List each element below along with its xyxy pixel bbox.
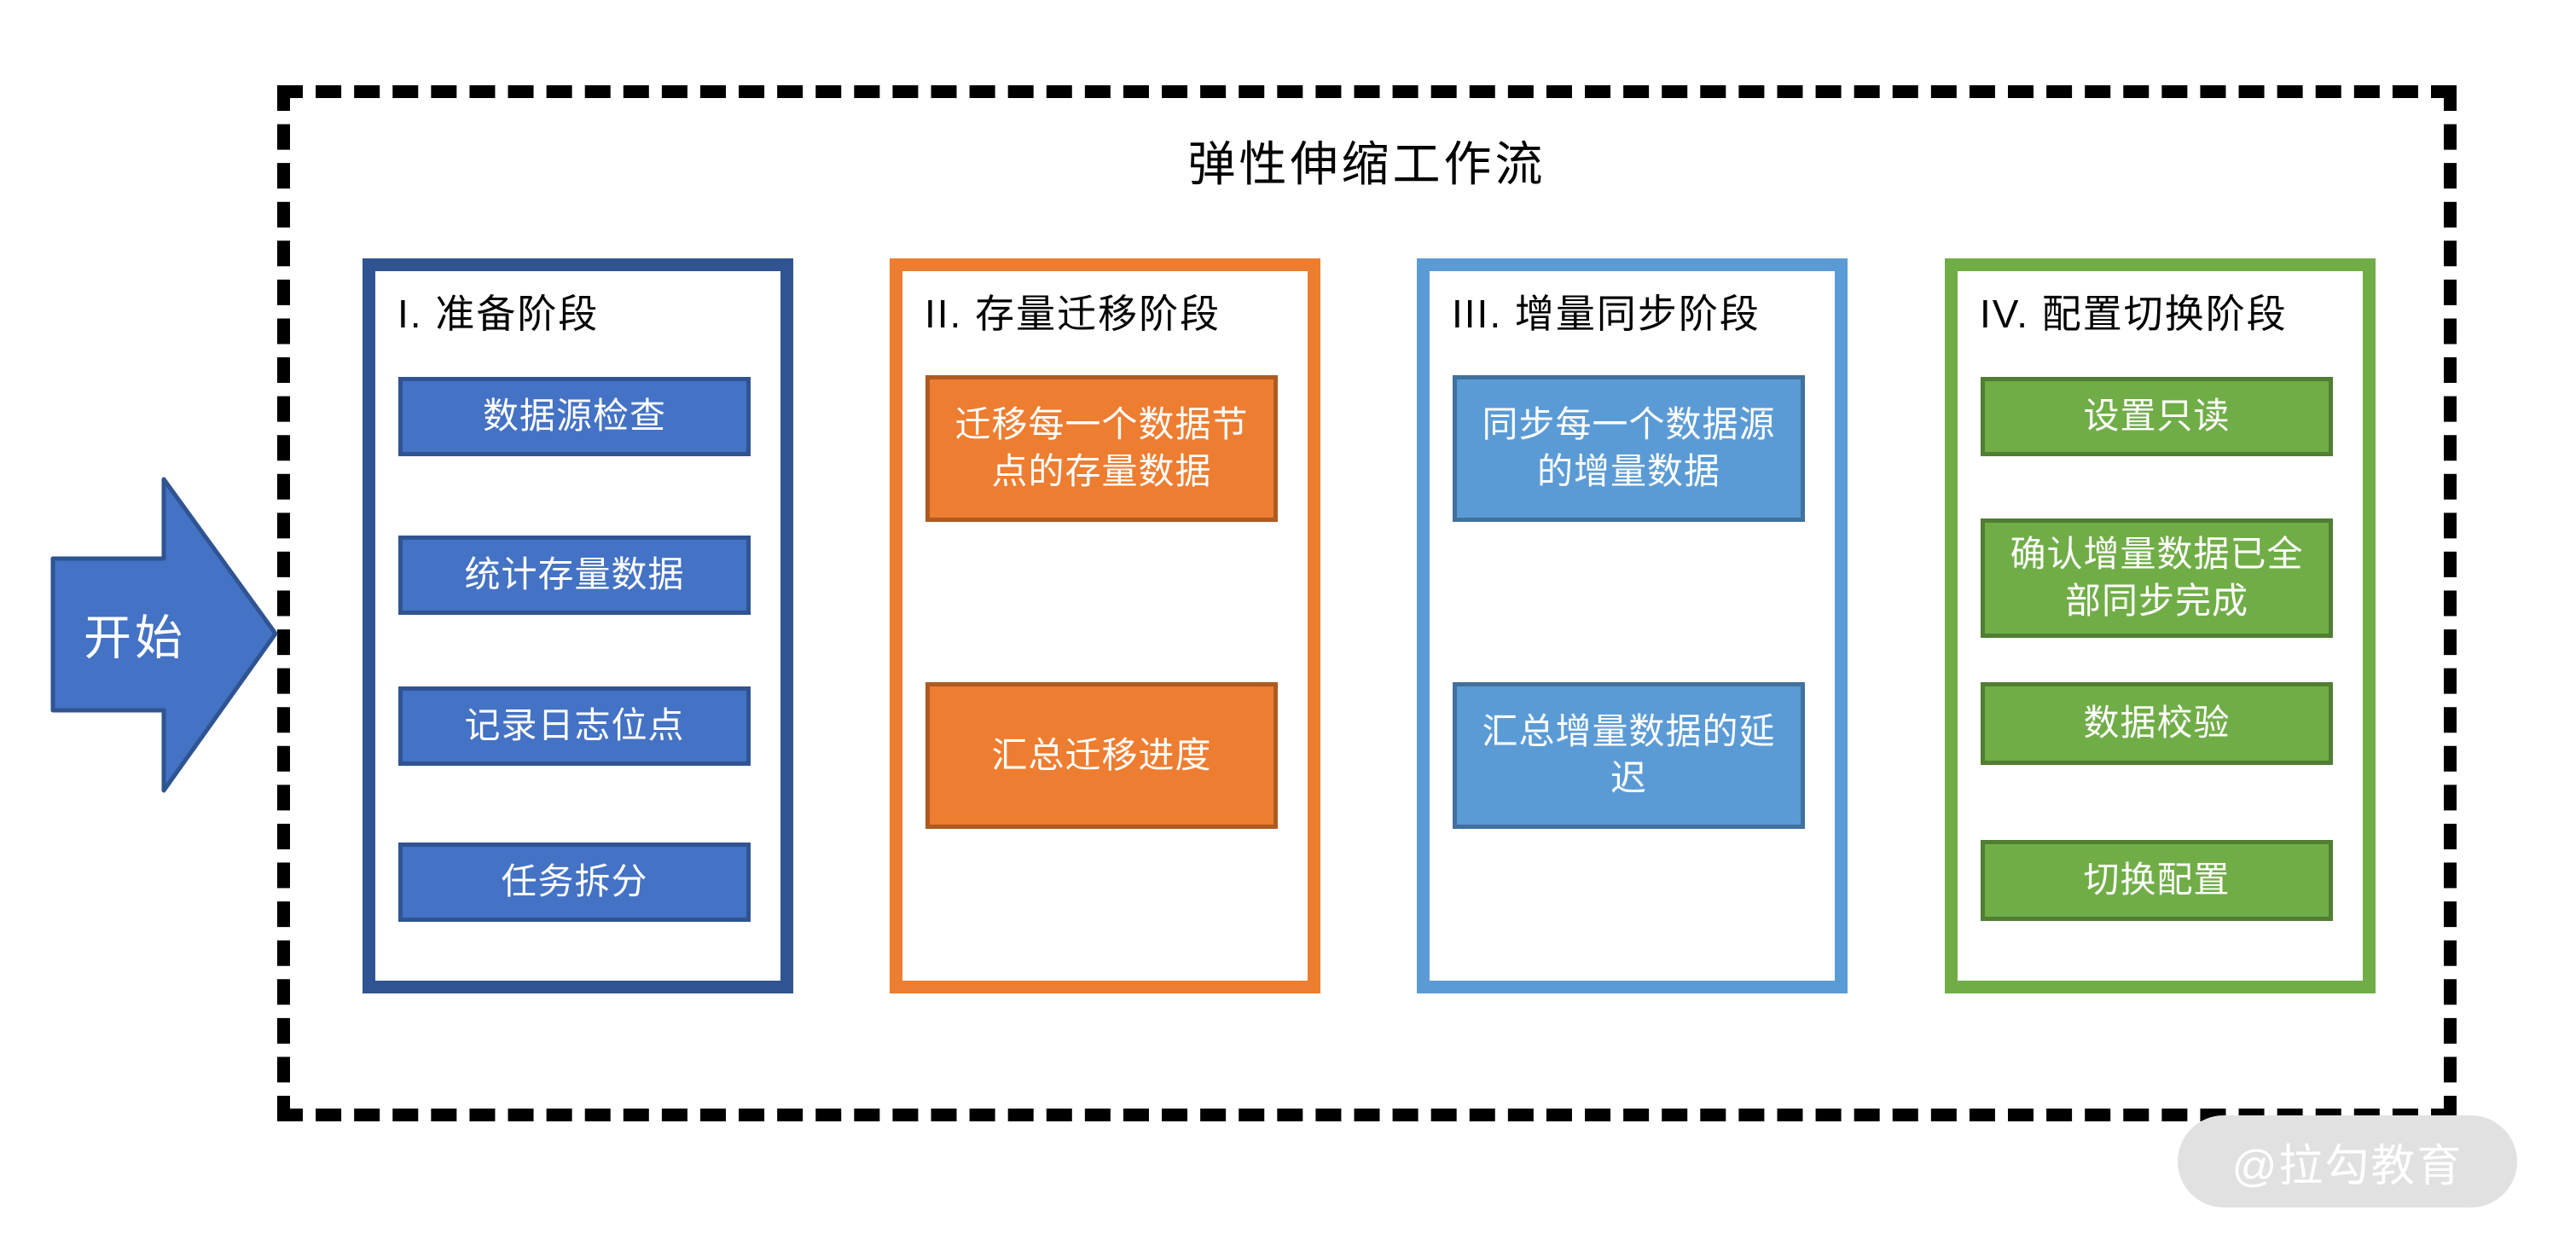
phase-heading: III. 增量同步阶段 (1452, 292, 1761, 336)
start-arrow: 开始 (50, 477, 278, 793)
step-node: 统计存量数据 (398, 536, 751, 615)
step-node: 任务拆分 (398, 843, 751, 922)
phase-panel-preparation: I. 准备阶段 数据源检查 统计存量数据 记录日志位点 任务拆分 (363, 258, 793, 993)
start-arrow-shape (50, 477, 278, 793)
step-node: 设置只读 (1981, 377, 2333, 456)
step-node: 迁移每一个数据节点的存量数据 (925, 375, 1278, 522)
phase-heading: IV. 配置切换阶段 (1980, 292, 2288, 336)
phase-panel-incremental-sync: III. 增量同步阶段 同步每一个数据源的增量数据 汇总增量数据的延迟 (1417, 258, 1848, 993)
step-node: 数据源检查 (398, 377, 751, 456)
step-node: 数据校验 (1981, 682, 2333, 765)
start-arrow-label: 开始 (84, 611, 186, 665)
diagram-title: 弹性伸缩工作流 (1187, 137, 1546, 191)
phase-heading: II. 存量迁移阶段 (925, 292, 1221, 336)
step-node: 确认增量数据已全部同步完成 (1981, 518, 2333, 638)
step-node: 记录日志位点 (398, 686, 751, 766)
step-node: 汇总增量数据的延迟 (1453, 682, 1805, 829)
step-node: 切换配置 (1981, 840, 2333, 921)
step-node: 汇总迁移进度 (925, 682, 1278, 829)
dashed-border-frame (277, 85, 2457, 1121)
step-node: 同步每一个数据源的增量数据 (1453, 375, 1805, 522)
phase-panel-config-switch: IV. 配置切换阶段 设置只读 确认增量数据已全部同步完成 数据校验 切换配置 (1945, 258, 2376, 993)
watermark-badge: @拉勾教育 (2178, 1115, 2517, 1207)
phase-heading: I. 准备阶段 (397, 292, 600, 336)
phase-panel-full-migration: II. 存量迁移阶段 迁移每一个数据节点的存量数据 汇总迁移进度 (890, 258, 1320, 993)
